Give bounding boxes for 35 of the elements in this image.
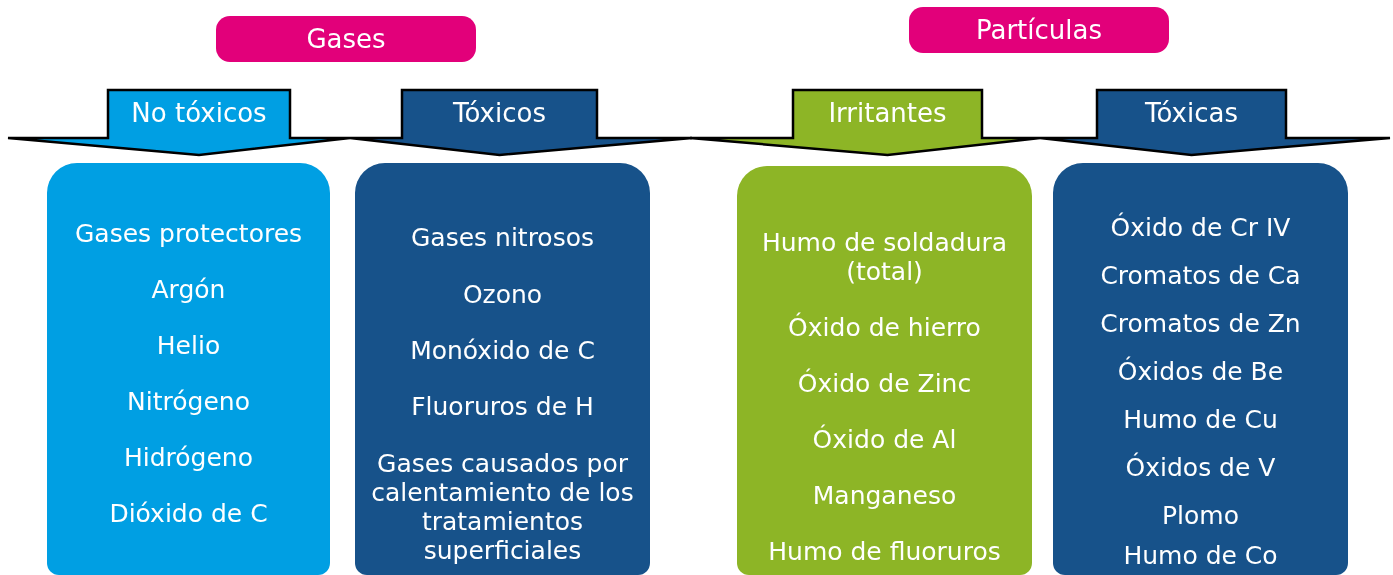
list-item: Gases nitrosos (409, 223, 595, 252)
list-item: Gases causados por calentamiento de los tratamientos superficiales (370, 449, 635, 565)
list-item: Nitrógeno (126, 387, 251, 416)
list-item: Hidrógeno (123, 443, 254, 472)
list-item: Manganeso (811, 481, 958, 510)
list-item: Cromatos de Zn (1099, 309, 1302, 338)
list-item: Humo de fluoruros (767, 537, 1002, 566)
list-item: Helio (155, 331, 222, 360)
list-item: Óxido de Cr IV (1109, 213, 1292, 242)
list-card (355, 163, 650, 575)
list-item: Humo de soldadura (total) (760, 228, 1009, 286)
list-card (1053, 163, 1348, 575)
list-item: Dióxido de C (108, 499, 269, 528)
category-label: Partículas (909, 7, 1169, 53)
category-label: Gases (216, 16, 476, 62)
list-item: Óxido de hierro (787, 313, 982, 342)
subcategory-label: Tóxicas (1144, 97, 1239, 130)
list-item: Argón (150, 275, 227, 304)
list-item: Ozono (461, 280, 544, 309)
list-item: Humo de Cu (1122, 405, 1279, 434)
subcategory-label: No tóxicos (130, 97, 268, 130)
list-card (47, 163, 330, 575)
list-item: Monóxido de C (409, 336, 596, 365)
list-card (737, 166, 1032, 575)
list-item: Gases protectores (73, 219, 304, 248)
list-item: Cromatos de Ca (1099, 261, 1302, 290)
list-item: Óxidos de Be (1116, 357, 1285, 386)
list-item: Fluoruros de H (410, 392, 595, 421)
list-item: Plomo (1161, 501, 1240, 530)
list-item: Óxidos de V (1124, 453, 1277, 482)
subcategory-label: Tóxicos (452, 97, 547, 130)
list-item: Óxido de Al (811, 425, 958, 454)
list-item: Humo de Co (1122, 541, 1279, 570)
subcategory-label: Irritantes (827, 97, 948, 130)
list-item: Óxido de Zinc (796, 369, 973, 398)
